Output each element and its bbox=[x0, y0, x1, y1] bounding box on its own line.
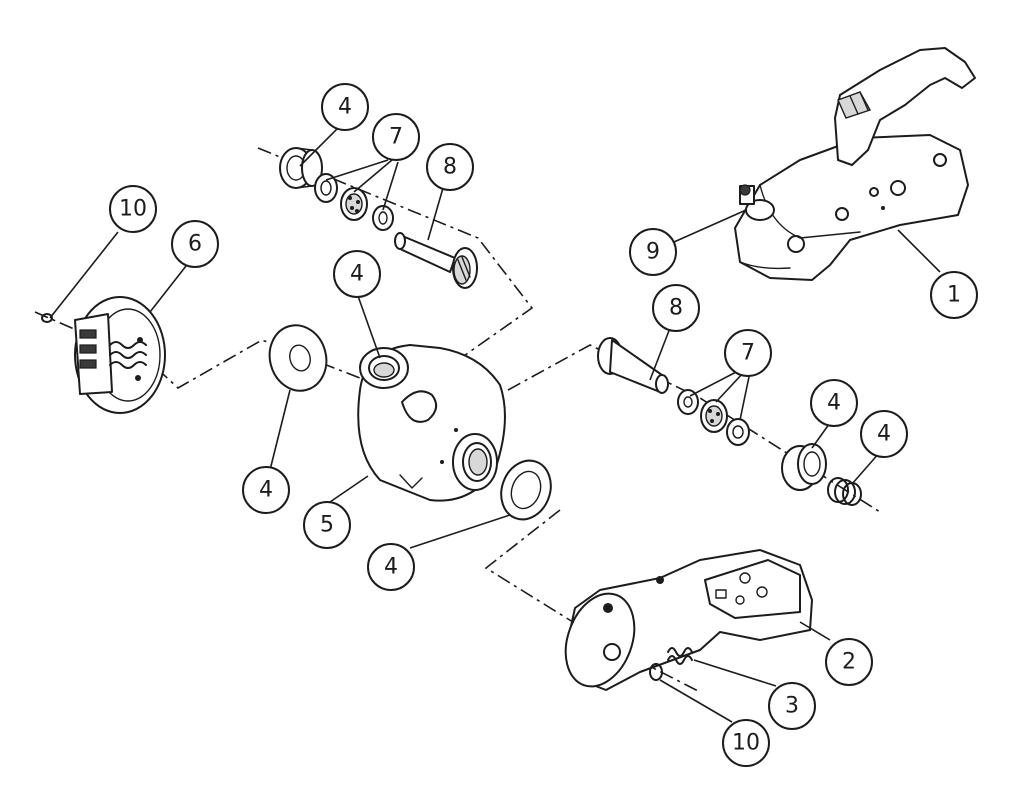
callout-7-top: 7 bbox=[372, 113, 420, 161]
callout-4-center: 4 bbox=[333, 250, 381, 298]
callout-label: 4 bbox=[338, 95, 352, 120]
callout-4-right-a: 4 bbox=[810, 379, 858, 427]
callout-label: 7 bbox=[389, 125, 403, 150]
callout-label: 5 bbox=[320, 513, 334, 538]
callout-8-right: 8 bbox=[652, 284, 700, 332]
callout-6: 6 bbox=[171, 220, 219, 268]
callout-label: 4 bbox=[827, 391, 841, 416]
callout-1: 1 bbox=[930, 271, 978, 319]
callout-4-right-b: 4 bbox=[860, 410, 908, 458]
callout-4-top: 4 bbox=[321, 83, 369, 131]
spring-cartridge-part-6 bbox=[41, 296, 166, 414]
callout-2: 2 bbox=[825, 638, 873, 686]
washer-bottom bbox=[500, 459, 552, 521]
callout-7-right: 7 bbox=[724, 329, 772, 377]
callout-10-bottom: 10 bbox=[722, 719, 770, 767]
callout-label: 4 bbox=[384, 555, 398, 580]
callout-label: 4 bbox=[259, 478, 273, 503]
callout-label: 4 bbox=[350, 262, 364, 287]
callout-5: 5 bbox=[303, 501, 351, 549]
callout-label: 8 bbox=[443, 155, 457, 180]
callout-label: 10 bbox=[732, 731, 760, 756]
callout-label: 1 bbox=[947, 283, 961, 308]
callout-label: 10 bbox=[119, 197, 147, 222]
top-bearing-stack bbox=[279, 147, 478, 289]
callout-label: 4 bbox=[877, 422, 891, 447]
callout-label: 2 bbox=[842, 650, 856, 675]
housing-part-5 bbox=[357, 344, 506, 502]
callout-3: 3 bbox=[768, 682, 816, 730]
coupling-head-part-1 bbox=[734, 47, 976, 281]
washer-left bbox=[268, 324, 328, 392]
callout-4-left: 4 bbox=[242, 466, 290, 514]
callout-10-left: 10 bbox=[109, 185, 157, 233]
callout-label: 3 bbox=[785, 694, 799, 719]
callout-label: 6 bbox=[188, 232, 202, 257]
callout-label: 8 bbox=[669, 296, 683, 321]
callout-9: 9 bbox=[629, 228, 677, 276]
leader-lines bbox=[49, 125, 941, 723]
callout-label: 7 bbox=[741, 341, 755, 366]
callout-4-bottom: 4 bbox=[367, 543, 415, 591]
right-bearing-stack bbox=[597, 337, 862, 506]
callout-8-top: 8 bbox=[426, 143, 474, 191]
arm-part-2 bbox=[564, 549, 813, 691]
callout-label: 9 bbox=[646, 240, 660, 265]
